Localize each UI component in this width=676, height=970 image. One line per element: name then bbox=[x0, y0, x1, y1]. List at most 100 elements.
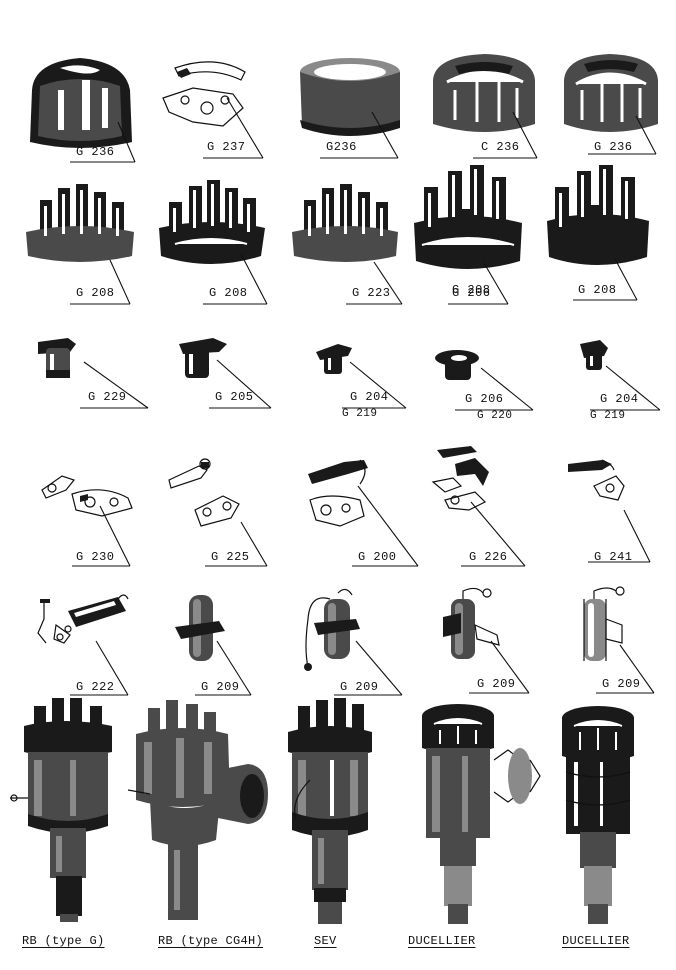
distributor-rb-type-g bbox=[10, 698, 112, 922]
leader-line bbox=[473, 111, 538, 159]
distributor-cap-illustration bbox=[26, 184, 134, 262]
part-rotor-1: G 229 bbox=[20, 330, 155, 420]
cap-illustration bbox=[433, 54, 535, 132]
leader-line bbox=[205, 521, 268, 567]
rotor-illustration bbox=[179, 338, 227, 378]
leader-line bbox=[70, 640, 129, 696]
distributor-label: SEV bbox=[314, 934, 337, 948]
distributor-sev bbox=[288, 698, 372, 924]
leader-line bbox=[320, 111, 399, 159]
leader-line bbox=[573, 258, 638, 301]
part-condenser-4: G 209 bbox=[425, 585, 560, 700]
leader-line bbox=[203, 97, 264, 159]
leader-line bbox=[588, 509, 651, 563]
cap-illustration bbox=[300, 58, 400, 136]
contact-breaker-illustration bbox=[41, 475, 133, 517]
leader-line bbox=[469, 640, 530, 694]
distributor-ducellier-1 bbox=[422, 704, 541, 924]
part-code: G 206 bbox=[465, 392, 504, 406]
condenser-illustration bbox=[583, 586, 625, 661]
cap-illustration bbox=[564, 54, 658, 132]
cap-illustration bbox=[30, 58, 132, 148]
leader-line bbox=[203, 253, 268, 305]
distributor-rb-type-cg4h bbox=[127, 700, 268, 920]
leader-line bbox=[352, 485, 419, 567]
part-rotor-4: G 206 G 220 bbox=[425, 330, 560, 430]
leader-line bbox=[334, 640, 403, 696]
leader-line bbox=[195, 640, 252, 696]
leader-line bbox=[455, 367, 534, 411]
vacuum-plate-illustration bbox=[162, 61, 246, 127]
part-cap-5: G 236 bbox=[558, 50, 676, 170]
contact-breaker-illustration bbox=[308, 459, 368, 527]
part-breaker-1: G 230 bbox=[20, 450, 155, 580]
leader-line bbox=[590, 365, 661, 411]
part-rotor-2: G 205 bbox=[155, 330, 290, 420]
distributor-cap-illustration bbox=[547, 165, 649, 265]
part-distributor-cap-5 bbox=[545, 165, 676, 310]
distributor-label: RB (type G) bbox=[22, 934, 105, 948]
condenser-illustration bbox=[304, 588, 360, 671]
leader-line bbox=[80, 361, 149, 409]
contact-breaker-illustration bbox=[568, 459, 625, 501]
contact-breaker-illustration bbox=[168, 458, 240, 527]
distributor-cap-illustration bbox=[159, 180, 265, 264]
part-code: G 241 bbox=[594, 550, 633, 564]
part-code: G236 bbox=[326, 140, 357, 154]
part-code: G 209 bbox=[201, 680, 240, 694]
distributor-cap-illustration bbox=[292, 184, 398, 262]
part-code-alt: G 220 bbox=[477, 410, 513, 422]
part-distributor-cap-1: G 208 bbox=[20, 180, 155, 310]
part-rotor-5: G 204 G 219 bbox=[560, 330, 676, 430]
part-code: G 230 bbox=[76, 550, 115, 564]
leader-line bbox=[342, 361, 407, 409]
part-code: G 204 bbox=[350, 390, 389, 404]
distributor-label: DUCELLIER bbox=[562, 934, 630, 948]
part-code: G 236 bbox=[594, 140, 633, 154]
contact-breaker-illustration bbox=[431, 446, 489, 511]
part-rotor-3: G 204 G 219 bbox=[290, 330, 425, 430]
part-code: G 205 bbox=[215, 390, 254, 404]
part-cap-3: G236 bbox=[290, 50, 425, 170]
rotor-illustration bbox=[316, 344, 352, 374]
part-condenser-3: G 209 bbox=[290, 585, 425, 700]
leader-line bbox=[461, 501, 526, 567]
part-code-alt: G 219 bbox=[342, 408, 378, 420]
part-code: G 222 bbox=[76, 680, 115, 694]
part-code: G 209 bbox=[477, 677, 516, 691]
part-code: G 208 bbox=[452, 283, 491, 297]
distributor-cap-illustration bbox=[414, 165, 522, 269]
distributor-label: RB (type CG4H) bbox=[158, 934, 264, 948]
leader-line bbox=[72, 505, 131, 567]
condenser-illustration bbox=[37, 594, 129, 644]
part-code: G 208 bbox=[209, 286, 248, 300]
condenser-illustration bbox=[443, 587, 500, 659]
leader-line bbox=[596, 644, 655, 694]
rotor-illustration bbox=[38, 338, 76, 378]
part-breaker-2: G 225 bbox=[155, 450, 290, 580]
leader-line bbox=[588, 115, 657, 155]
part-distributor-cap-3: G 223 bbox=[290, 180, 425, 310]
part-code: G 200 bbox=[358, 550, 397, 564]
part-code: G 204 bbox=[600, 392, 639, 406]
part-cap-1: G 236 bbox=[20, 50, 155, 170]
part-code-alt: G 219 bbox=[590, 410, 626, 422]
part-breaker-5: G 241 bbox=[558, 450, 676, 580]
part-code: G 226 bbox=[469, 550, 508, 564]
part-code: G 208 bbox=[578, 283, 617, 297]
part-condenser-2: G 209 bbox=[155, 585, 290, 700]
part-cap-4: C 236 bbox=[425, 50, 560, 170]
distributor-ducellier-2 bbox=[562, 706, 634, 924]
rotor-illustration bbox=[580, 340, 608, 370]
part-code: G 206 bbox=[452, 286, 491, 300]
part-code: G 236 bbox=[76, 145, 115, 159]
part-code: G 229 bbox=[88, 390, 127, 404]
leader-line bbox=[346, 261, 403, 305]
part-condenser-5: G 209 bbox=[558, 585, 676, 700]
condenser-illustration bbox=[175, 595, 225, 661]
part-breaker-4: G 226 bbox=[425, 440, 560, 580]
part-code: G 209 bbox=[340, 680, 379, 694]
part-code: G 223 bbox=[352, 286, 391, 300]
